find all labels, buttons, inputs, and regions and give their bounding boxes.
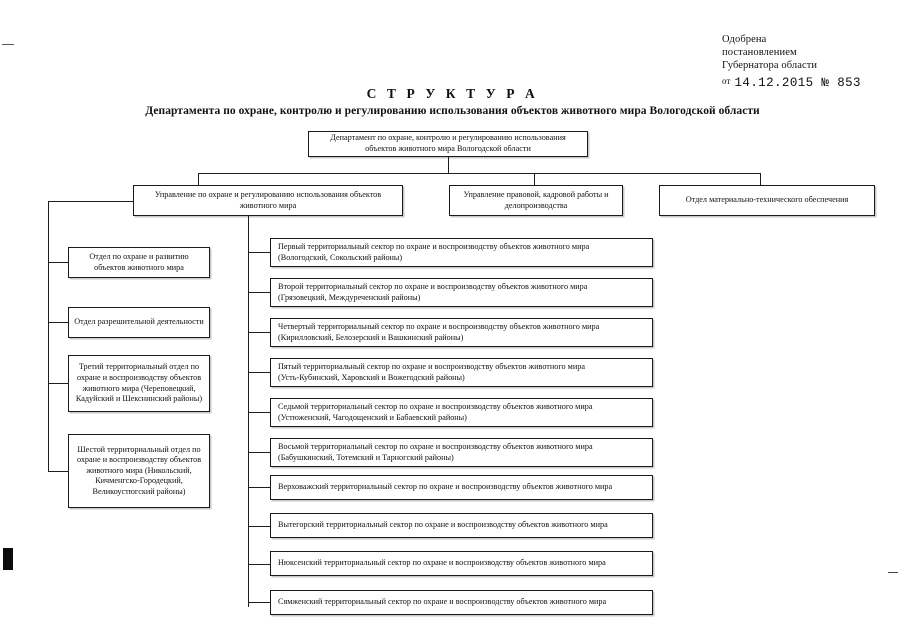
division-box-2-label: Управление правовой, кадровой работы и д… bbox=[463, 189, 609, 210]
division-box-1: Управление по охране и регулированию исп… bbox=[133, 185, 403, 216]
sector-box-3: Четвертый территориальный сектор по охра… bbox=[270, 318, 653, 347]
department-box-4: Шестой территориальный отдел по охране и… bbox=[68, 434, 210, 508]
sector-box-1-label: Первый территориальный сектор по охране … bbox=[278, 242, 589, 263]
sector-box-10: Сямженский территориальный сектор по охр… bbox=[270, 590, 653, 615]
connector-sector-stub-1 bbox=[248, 252, 270, 253]
sector-box-5: Седьмой территориальный сектор по охране… bbox=[270, 398, 653, 427]
connector-sector-stub-4 bbox=[248, 372, 270, 373]
sector-box-2: Второй территориальный сектор по охране … bbox=[270, 278, 653, 307]
root-box-label: Департамент по охране, контролю и регули… bbox=[330, 133, 566, 153]
sector-box-5-line1: Седьмой территориальный сектор по охране… bbox=[278, 401, 593, 411]
connector-sector-trunk bbox=[248, 216, 249, 607]
sector-box-6-line2: (Бабушкинский, Тотемский и Тарногский ра… bbox=[278, 452, 454, 462]
sector-box-10-label: Сямженский территориальный сектор по охр… bbox=[278, 597, 607, 607]
sector-box-3-label: Четвертый территориальный сектор по охра… bbox=[278, 322, 599, 343]
division-box-2: Управление правовой, кадровой работы и д… bbox=[449, 185, 623, 216]
sector-box-2-line1: Второй территориальный сектор по охране … bbox=[278, 281, 588, 291]
division-box-3-label: Отдел материально-технического обеспечен… bbox=[685, 195, 849, 205]
approval-line-2: постановлением bbox=[722, 47, 797, 59]
approval-block: Одобрена постановлением Губернатора обла… bbox=[722, 33, 861, 90]
sector-box-8-label: Вытегорский территориальный сектор по ох… bbox=[278, 520, 608, 530]
root-box: Департамент по охране, контролю и регули… bbox=[308, 131, 588, 157]
sector-box-3-line2: (Кирилловский, Белозерский и Вашкинский … bbox=[278, 332, 464, 342]
connector-sector-stub-2 bbox=[248, 292, 270, 293]
connector-sector-stub-9 bbox=[248, 564, 270, 565]
page-title: С Т Р У К Т У Р А bbox=[366, 86, 539, 101]
connector-dept-stub-4 bbox=[48, 471, 68, 472]
sector-box-2-label: Второй территориальный сектор по охране … bbox=[278, 282, 587, 303]
scan-artifact-left-top bbox=[2, 44, 14, 45]
page-subtitle: Департамента по охране, контролю и регул… bbox=[145, 105, 760, 117]
approval-line-3: Губернатора области bbox=[722, 60, 818, 72]
sector-box-1-line1: Первый территориальный сектор по охране … bbox=[278, 241, 590, 251]
connector-dept-stub-3 bbox=[48, 383, 68, 384]
connector-sector-stub-6 bbox=[248, 452, 270, 453]
department-box-2-label: Отдел разрешительной деятельности bbox=[74, 317, 204, 327]
sector-box-9: Нюксенский территориальный сектор по охр… bbox=[270, 551, 653, 576]
sector-box-4-line1: Пятый территориальный сектор по охране и… bbox=[278, 361, 585, 371]
sector-box-4-label: Пятый территориальный сектор по охране и… bbox=[278, 362, 585, 383]
connector-division-bus bbox=[198, 173, 760, 174]
sector-box-3-line1: Четвертый территориальный сектор по охра… bbox=[278, 321, 600, 331]
sector-box-6-label: Восьмой территориальный сектор по охране… bbox=[278, 442, 593, 463]
sector-box-2-line2: (Грязовецкий, Междуреченский районы) bbox=[278, 292, 421, 302]
connector-sector-stub-7 bbox=[248, 487, 270, 488]
scan-artifact-right-edge bbox=[888, 572, 898, 573]
connector-sector-stub-8 bbox=[248, 526, 270, 527]
sector-box-6-line1: Восьмой территориальный сектор по охране… bbox=[278, 441, 593, 451]
decree-prefix: от bbox=[722, 75, 731, 86]
sector-box-7-label: Верховажский территориальный сектор по о… bbox=[278, 482, 613, 492]
sector-box-6: Восьмой территориальный сектор по охране… bbox=[270, 438, 653, 467]
sector-box-1-line2: (Вологодский, Сокольский районы) bbox=[278, 252, 403, 262]
department-box-4-label: Шестой территориальный отдел по охране и… bbox=[76, 444, 202, 496]
division-box-1-label: Управление по охране и регулированию исп… bbox=[154, 189, 382, 210]
sector-box-7: Верховажский территориальный сектор по о… bbox=[270, 475, 653, 500]
sector-box-1: Первый территориальный сектор по охране … bbox=[270, 238, 653, 267]
division-box-3: Отдел материально-технического обеспечен… bbox=[659, 185, 875, 216]
department-box-3: Третий территориальный отдел по охране и… bbox=[68, 355, 210, 412]
decree-number: 14.12.2015 № 853 bbox=[734, 75, 861, 90]
scan-artifact-left-bar bbox=[3, 548, 13, 570]
department-box-2: Отдел разрешительной деятельности bbox=[68, 307, 210, 338]
sector-box-8: Вытегорский территориальный сектор по ох… bbox=[270, 513, 653, 538]
connector-division-drop-2 bbox=[534, 173, 535, 185]
connector-sector-stub-3 bbox=[248, 332, 270, 333]
connector-dept-stub-1 bbox=[48, 262, 68, 263]
department-box-3-label: Третий территориальный отдел по охране и… bbox=[75, 362, 203, 404]
connector-root-drop bbox=[448, 157, 449, 173]
connector-left-trunk bbox=[48, 201, 49, 471]
connector-left-trunk-top bbox=[48, 201, 134, 202]
sector-box-5-label: Седьмой территориальный сектор по охране… bbox=[278, 402, 592, 423]
connector-division-drop-1 bbox=[198, 173, 199, 185]
connector-sector-stub-10 bbox=[248, 602, 270, 603]
department-box-1-label: Отдел по охране и развитию объектов живо… bbox=[89, 251, 189, 272]
sector-box-5-line2: (Устюженский, Чагодощенский и Бабаевский… bbox=[278, 412, 467, 422]
department-box-1: Отдел по охране и развитию объектов живо… bbox=[68, 247, 210, 278]
connector-dept-stub-2 bbox=[48, 322, 68, 323]
connector-division-drop-3 bbox=[760, 173, 761, 185]
sector-box-9-label: Нюксенский территориальный сектор по охр… bbox=[278, 558, 606, 568]
sector-box-4: Пятый территориальный сектор по охране и… bbox=[270, 358, 653, 387]
connector-sector-stub-5 bbox=[248, 412, 270, 413]
sector-box-4-line2: (Усть-Кубинский, Харовский и Вожегодский… bbox=[278, 372, 465, 382]
approval-line-1: Одобрена bbox=[722, 34, 767, 45]
